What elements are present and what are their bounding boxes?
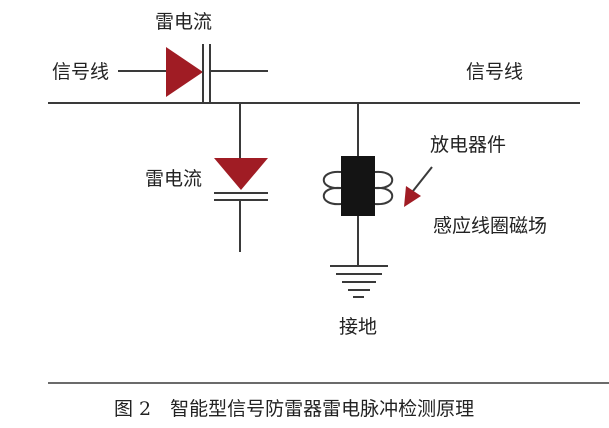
left-diode-triangle — [214, 158, 268, 190]
figure-caption: 图 2 智能型信号防雷器雷电脉冲检测原理 — [114, 398, 475, 420]
pointer-arrow-head — [404, 186, 421, 207]
label-ground: 接地 — [339, 316, 378, 338]
label-induction-coil-field: 感应线圈磁场 — [433, 215, 548, 237]
label-top-lightning-current: 雷电流 — [155, 11, 213, 33]
label-left-lightning-current: 雷电流 — [145, 168, 203, 190]
coil-loop-right — [374, 170, 394, 206]
top-diode-triangle — [166, 47, 203, 97]
coil-loop-left — [322, 170, 342, 206]
label-signal-line-left: 信号线 — [52, 61, 110, 83]
discharge-device-core — [341, 156, 375, 216]
pointer-arrow-line — [412, 166, 433, 192]
label-signal-line-right: 信号线 — [466, 61, 524, 83]
label-discharge-device: 放电器件 — [430, 134, 507, 156]
